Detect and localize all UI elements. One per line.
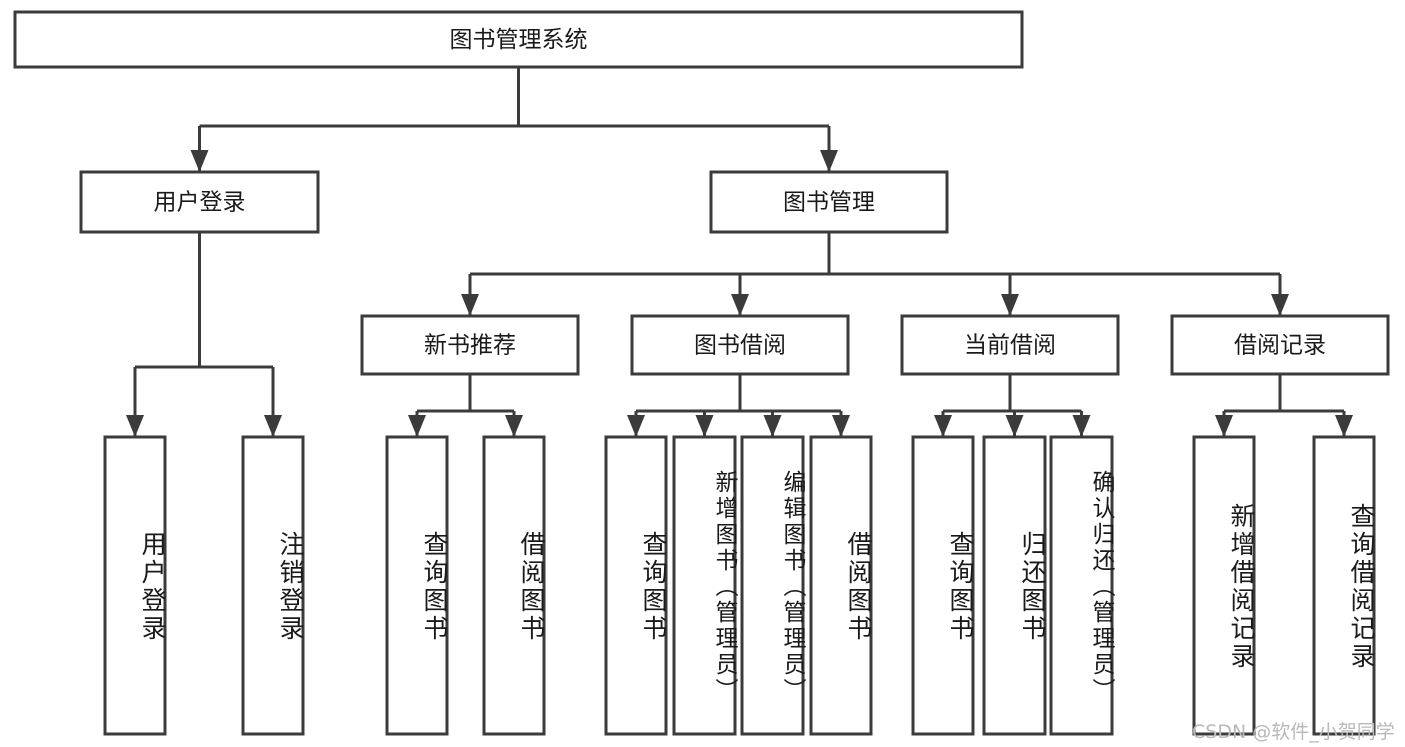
node-box-leaf-add-book-admin xyxy=(672,435,737,736)
arrow-head-icon xyxy=(934,415,952,437)
node-box-root xyxy=(13,10,1024,69)
node-box-user-login xyxy=(79,170,320,234)
node-box-leaf-add-borrow-record xyxy=(1192,435,1256,736)
node-box-leaf-query-borrow-record xyxy=(1312,435,1376,736)
node-box-leaf-query-book-3 xyxy=(911,435,975,736)
node-box-book-manage xyxy=(709,170,949,234)
arrow-head-icon xyxy=(408,415,426,437)
arrow-head-icon xyxy=(461,294,479,316)
node-box-book-borrow xyxy=(630,314,850,376)
node-box-leaf-user-login xyxy=(103,435,167,736)
node-box-leaf-return-book xyxy=(982,435,1047,736)
node-box-leaf-query-book-1 xyxy=(385,435,449,736)
arrow-head-icon xyxy=(190,150,209,172)
arrow-head-icon xyxy=(126,415,144,437)
node-label-current-borrow: 当前借阅 xyxy=(964,333,1056,359)
arrow-head-icon xyxy=(695,415,714,437)
node-box-leaf-borrow-book-1 xyxy=(482,435,546,736)
node-box-leaf-user-logout xyxy=(241,435,305,736)
arrow-head-icon xyxy=(731,294,749,316)
node-label-root: 图书管理系统 xyxy=(450,27,588,53)
arrow-head-icon xyxy=(832,415,850,437)
node-box-current-borrow xyxy=(900,314,1120,376)
connector-layer xyxy=(126,67,1353,437)
arrow-head-icon xyxy=(264,415,282,437)
node-box-leaf-query-book-2 xyxy=(604,435,668,736)
arrow-head-icon xyxy=(1001,294,1019,316)
node-box-leaf-confirm-return xyxy=(1049,435,1114,736)
node-box-new-book-recommend xyxy=(360,314,580,376)
arrow-head-icon xyxy=(763,415,782,437)
node-box-leaf-edit-book-admin xyxy=(740,435,805,736)
node-label-borrow-record: 借阅记录 xyxy=(1234,333,1326,359)
csdn-watermark: CSDN @软件_小贺同学 xyxy=(1192,721,1395,743)
arrow-head-icon xyxy=(1005,415,1024,437)
node-box-borrow-record xyxy=(1170,314,1390,376)
arrow-head-icon xyxy=(1271,294,1289,316)
arrow-head-icon xyxy=(820,150,838,172)
arrow-head-icon xyxy=(505,415,523,437)
node-box-leaf-borrow-book-2 xyxy=(809,435,873,736)
node-box-layer xyxy=(13,10,1390,736)
arrow-head-icon xyxy=(1072,415,1091,437)
arrow-head-icon xyxy=(1215,415,1233,437)
arrow-head-icon xyxy=(627,415,645,437)
node-label-new-book-recommend: 新书推荐 xyxy=(424,333,516,359)
arrow-head-icon xyxy=(1335,415,1353,437)
node-label-book-borrow: 图书借阅 xyxy=(694,333,786,359)
node-label-user-login: 用户登录 xyxy=(154,190,246,216)
node-label-book-manage: 图书管理 xyxy=(783,190,875,216)
